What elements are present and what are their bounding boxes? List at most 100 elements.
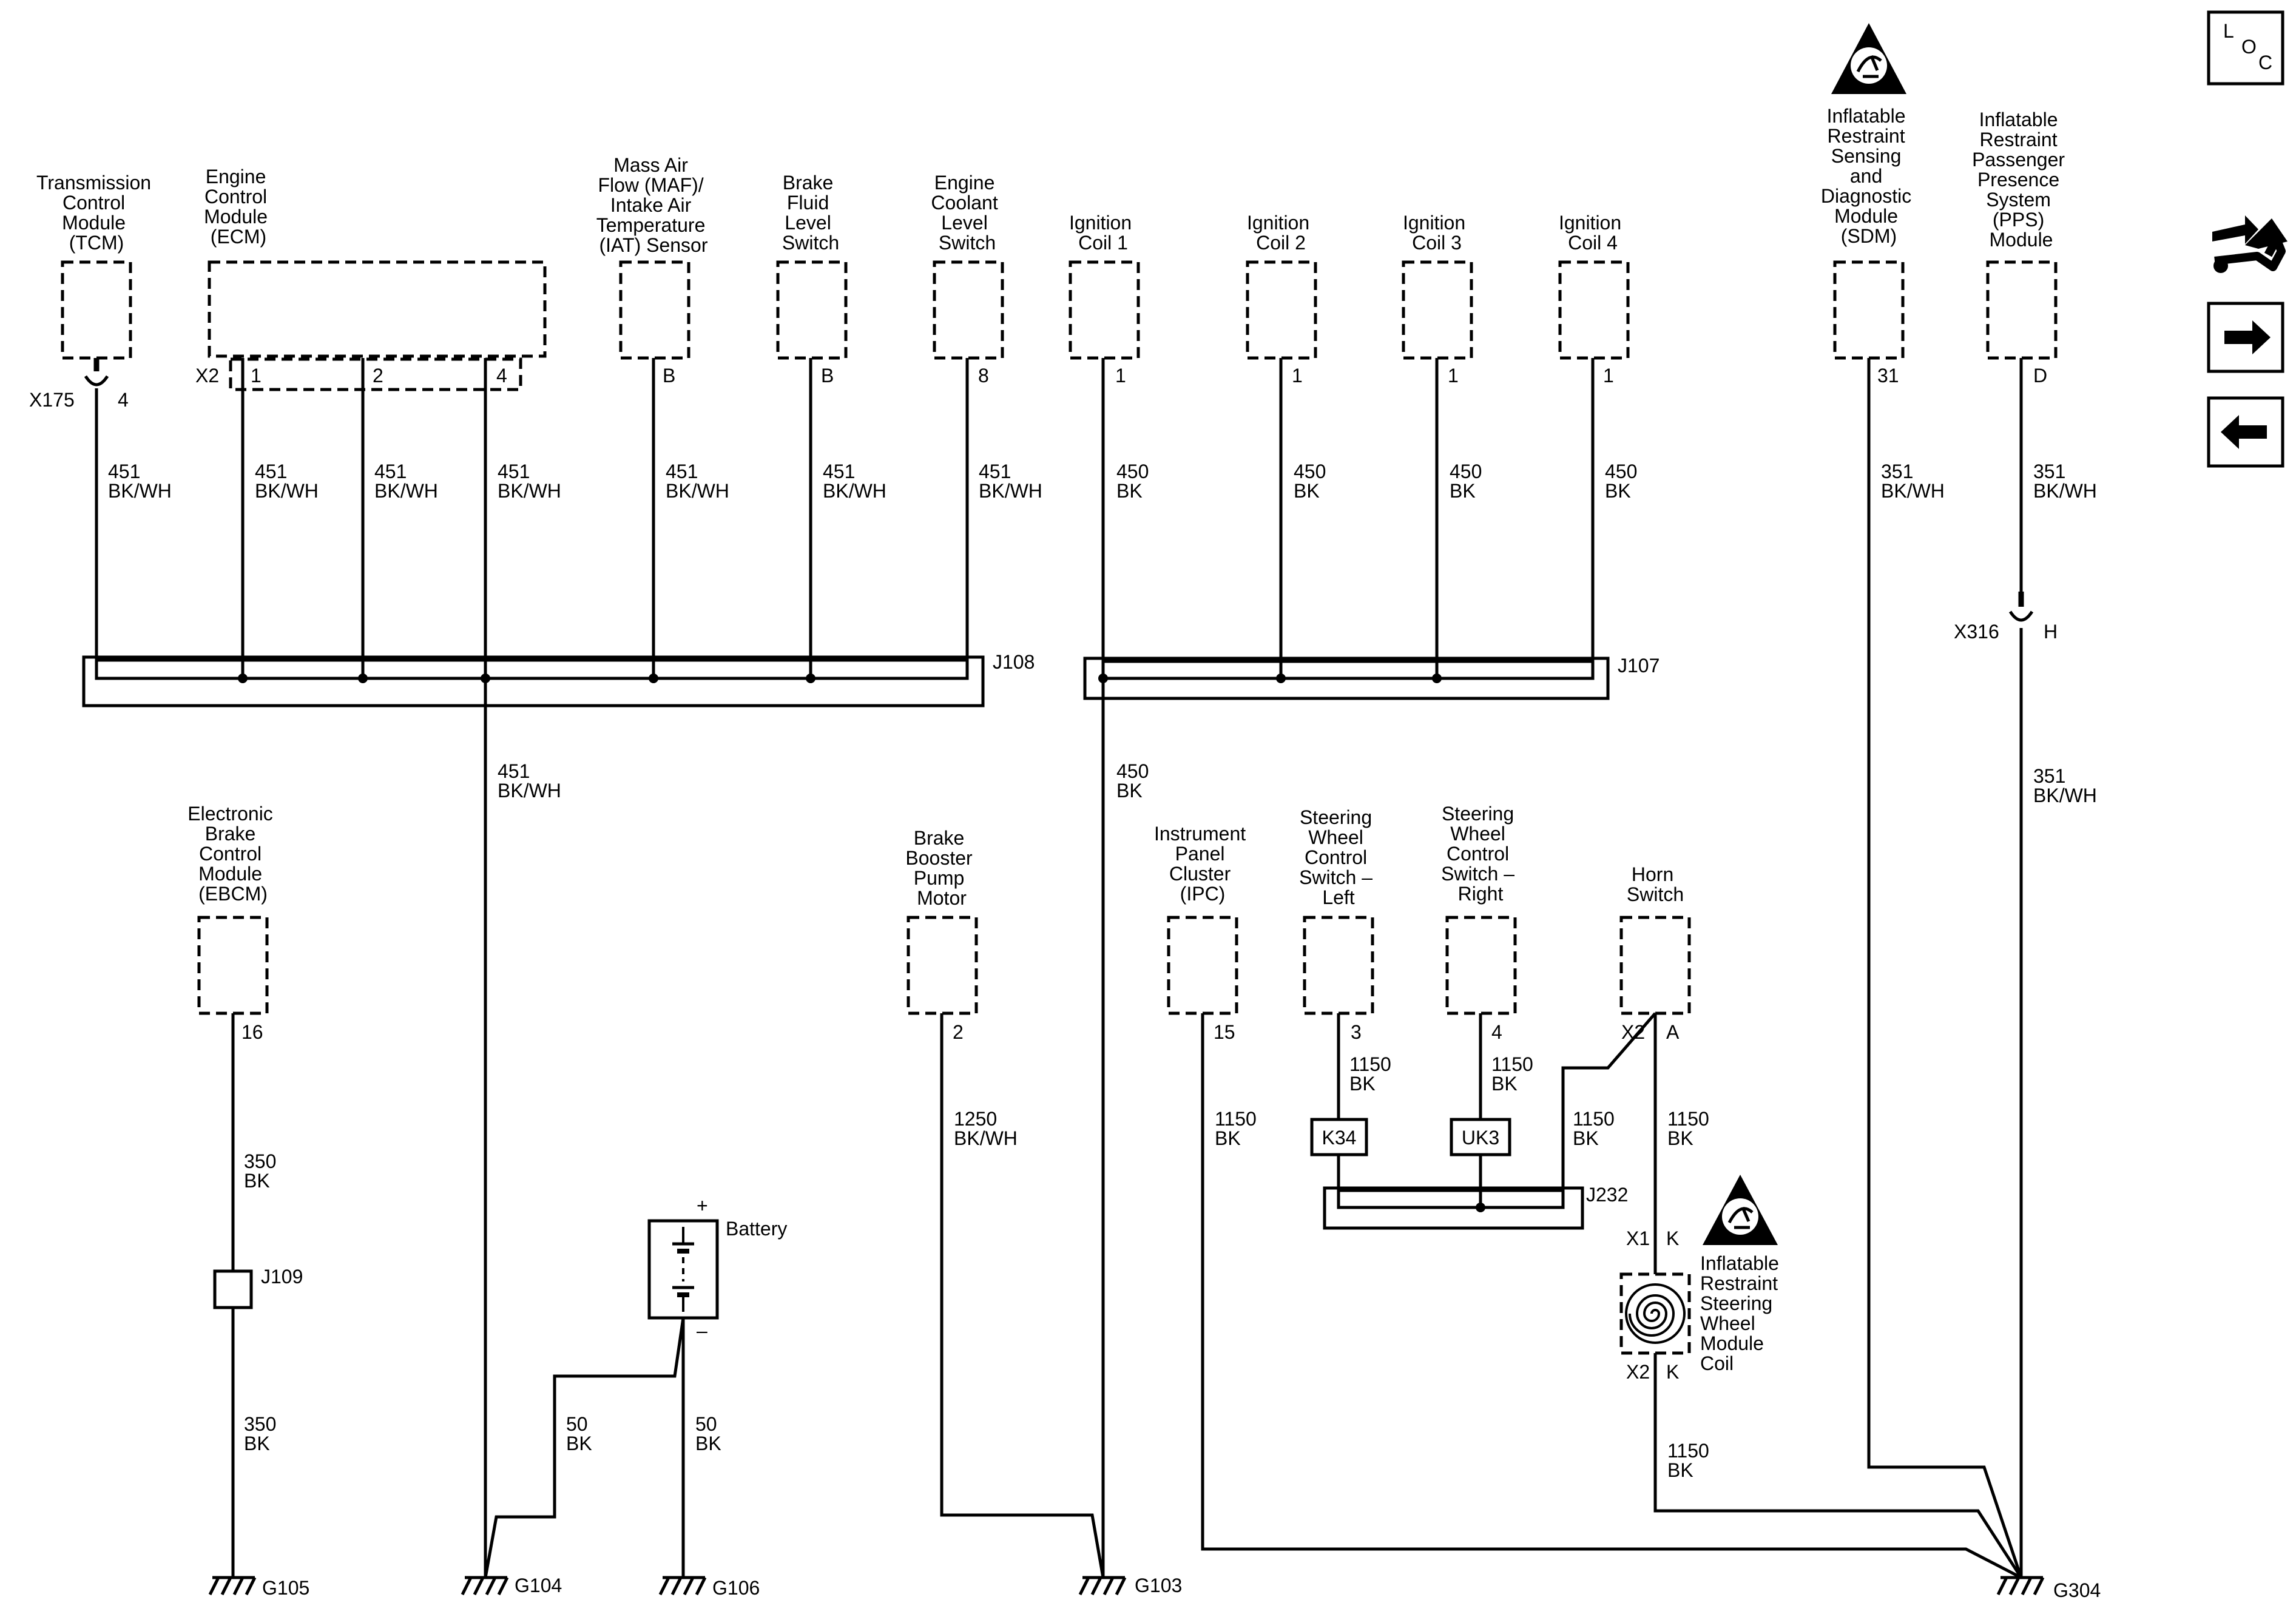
arrow-right-icon bbox=[2224, 320, 2271, 354]
maf-label: Mass Air Flow (MAF)/ Intake Air Temperat… bbox=[596, 154, 711, 256]
sw-left-pin: 3 bbox=[1351, 1021, 1362, 1043]
sw-right-pin: 4 bbox=[1491, 1021, 1502, 1043]
coolant-box bbox=[933, 260, 1004, 360]
coil4-label: Ignition Coil 4 bbox=[1559, 212, 1627, 254]
coil1-pin: 1 bbox=[1115, 365, 1126, 387]
ground-g104: G104 bbox=[461, 1575, 562, 1596]
coil1-label: Ignition Coil 1 bbox=[1069, 212, 1137, 254]
coil4-pin: 1 bbox=[1603, 365, 1614, 387]
maf-box bbox=[619, 260, 690, 360]
sdm-box bbox=[1833, 260, 1905, 360]
airbag-warning-icon bbox=[1831, 23, 1906, 94]
sw-left-label: Steering Wheel Control Switch – Left bbox=[1299, 806, 1378, 908]
top-wires bbox=[95, 358, 2023, 1578]
battery-label: Battery bbox=[726, 1218, 787, 1240]
coolant-label: Engine Coolant Level Switch bbox=[931, 172, 1003, 254]
splice-j108: J108 bbox=[82, 651, 1035, 707]
ebcm-label: Electronic Brake Control Module (EBCM) bbox=[187, 803, 278, 905]
ground-icon bbox=[1996, 1576, 2045, 1596]
uk3-label: UK3 bbox=[1462, 1127, 1499, 1149]
ground-g103: G103 bbox=[1078, 1575, 1182, 1596]
tcm-label: Transmission Control Module (TCM) bbox=[36, 172, 157, 254]
tcm-box bbox=[61, 260, 132, 360]
connector-tool-icon[interactable] bbox=[2212, 215, 2288, 273]
component-coolant-switch: Engine Coolant Level Switch 8 bbox=[931, 172, 1004, 387]
component-ecm: Engine Control Module (ECM) X2 1 2 4 bbox=[195, 166, 547, 391]
loc-o: O bbox=[2241, 36, 2257, 58]
ecm-box bbox=[208, 260, 547, 358]
brake-fluid-pin: B bbox=[821, 365, 834, 387]
coil-top-pin: K bbox=[1666, 1227, 1679, 1249]
coolant-pin: 8 bbox=[978, 365, 989, 387]
j108-box bbox=[82, 655, 985, 707]
brake-fluid-box bbox=[776, 260, 848, 360]
sdm-pin: 31 bbox=[1877, 365, 1899, 387]
wire-j232-to-horn bbox=[1561, 1012, 1656, 1190]
j232-box bbox=[1323, 1186, 1584, 1230]
ipc-pin: 15 bbox=[1214, 1021, 1235, 1043]
coil-label: Inflatable Restraint Steering Wheel Modu… bbox=[1700, 1252, 1784, 1374]
j232-label: J232 bbox=[1586, 1184, 1628, 1206]
x316-pin: H bbox=[2044, 621, 2058, 643]
brake-fluid-label: Brake Fluid Level Switch bbox=[782, 172, 839, 254]
coil2-box bbox=[1246, 260, 1317, 360]
loc-button[interactable]: L O C bbox=[2207, 10, 2284, 86]
next-page-button[interactable] bbox=[2207, 302, 2284, 373]
previous-page-button[interactable] bbox=[2207, 396, 2284, 468]
ground-icon bbox=[658, 1576, 707, 1596]
j108-bus bbox=[95, 658, 969, 680]
loc-l: L bbox=[2223, 20, 2234, 42]
ground-g304: G304 bbox=[1996, 1576, 2101, 1601]
component-brake-fluid-switch: Brake Fluid Level Switch B bbox=[776, 172, 848, 387]
component-sw-module-coil: X1 K X2 K Inflatable Restraint Steering … bbox=[1619, 1175, 2023, 1579]
coil-bot-pin: K bbox=[1666, 1361, 1679, 1383]
arrow-left-icon bbox=[2221, 415, 2267, 449]
ecm-pin-4: 4 bbox=[496, 365, 507, 387]
sw-right-label: Steering Wheel Control Switch – Right bbox=[1441, 803, 1520, 905]
ecm-connector-label: X2 bbox=[195, 365, 219, 387]
component-maf-sensor: Mass Air Flow (MAF)/ Intake Air Temperat… bbox=[596, 154, 711, 387]
wire-ipc-to-g304 bbox=[1201, 1013, 2022, 1579]
wire-battery-to-g104 bbox=[484, 1317, 685, 1578]
nav-panel: L O C bbox=[2207, 10, 2288, 468]
airbag-warning-icon bbox=[1703, 1175, 1778, 1245]
tcm-pin-label: 4 bbox=[118, 389, 129, 411]
wire-booster-to-g103 bbox=[940, 1013, 1105, 1578]
svg-text:G304: G304 bbox=[2053, 1579, 2101, 1601]
pps-box bbox=[1986, 260, 2058, 360]
coil4-box bbox=[1558, 260, 1630, 360]
j109-box bbox=[213, 1269, 253, 1309]
coil3-pin: 1 bbox=[1448, 365, 1459, 387]
clockspring-coil-icon bbox=[1625, 1283, 1686, 1344]
j108-label: J108 bbox=[993, 651, 1035, 673]
component-ignition-coil-2: Ignition Coil 2 1 bbox=[1246, 212, 1317, 387]
ground-g106: G106 bbox=[658, 1576, 760, 1599]
wire-coil-to-g304 bbox=[1653, 1353, 2023, 1579]
horn-label: Horn Switch bbox=[1627, 863, 1684, 905]
component-sw-control-right: Steering Wheel Control Switch – Right 4 … bbox=[1441, 803, 1533, 1207]
ipc-box bbox=[1167, 916, 1238, 1015]
j107-box bbox=[1083, 657, 1610, 700]
coil-top-conn: X1 bbox=[1626, 1227, 1650, 1249]
brake-booster-label: Brake Booster Pump Motor bbox=[905, 827, 977, 909]
component-ignition-coil-4: Ignition Coil 4 1 bbox=[1558, 212, 1630, 387]
tcm-connector-label: X175 bbox=[29, 389, 75, 411]
sdm-label: Inflatable Restraint Sensing and Diagnos… bbox=[1821, 105, 1917, 247]
component-sdm: Inflatable Restraint Sensing and Diagnos… bbox=[1821, 23, 1917, 387]
svg-text:G106: G106 bbox=[712, 1577, 760, 1599]
